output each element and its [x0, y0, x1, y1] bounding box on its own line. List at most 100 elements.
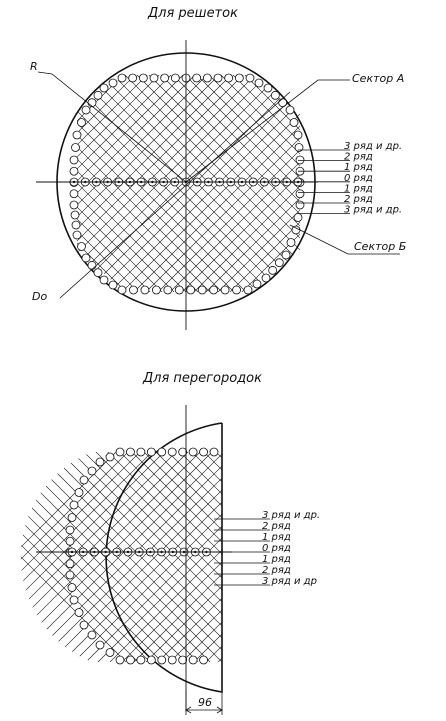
tube-hole — [69, 166, 79, 176]
tube-hole — [87, 98, 97, 108]
heading-bottom: Для перегородок — [142, 371, 262, 386]
tube-hole — [115, 655, 125, 665]
tube-hole — [263, 83, 273, 93]
tube-hole — [72, 230, 82, 240]
tube-hole — [295, 189, 305, 199]
tube-hole — [157, 655, 167, 665]
lattice-line — [157, 452, 223, 662]
tube-hole — [136, 447, 146, 457]
radius-leader — [37, 71, 187, 183]
tube-hole — [115, 447, 125, 457]
sector-b-label: Сектор Б — [354, 240, 406, 253]
tube-hole — [293, 130, 303, 140]
tube-hole — [74, 608, 84, 617]
tube-hole — [188, 655, 198, 665]
tube-hole — [232, 285, 241, 295]
row-label: 2 ряд — [344, 194, 373, 205]
tube-hole — [178, 655, 188, 665]
tube-hole — [65, 525, 75, 535]
lattice-line — [20, 452, 199, 662]
tube-hole — [268, 265, 278, 275]
row-label: 1 ряд — [262, 554, 291, 565]
row-label: 1 ряд — [344, 162, 373, 173]
tube-hole — [140, 285, 150, 295]
lattice-line — [169, 452, 223, 662]
tube-hole — [128, 73, 138, 83]
tube-hole — [108, 280, 118, 290]
tube-hole — [146, 447, 156, 457]
tube-hole — [270, 90, 280, 100]
tube-hole — [77, 118, 86, 127]
tube-hole — [243, 285, 253, 295]
tube-hole — [69, 155, 79, 165]
tube-hole — [234, 73, 244, 83]
tube-hole — [289, 118, 299, 127]
tube-hole — [99, 275, 109, 285]
tube-hole — [295, 155, 305, 165]
tube-hole — [99, 83, 109, 93]
tube-hole — [167, 447, 177, 457]
diameter-leader — [59, 91, 291, 299]
tube-holes — [65, 447, 219, 665]
tube-hole — [245, 73, 255, 83]
tube-hole — [209, 447, 219, 457]
tube-hole — [291, 225, 301, 235]
tube-hole — [220, 285, 230, 295]
tube-hole — [285, 105, 295, 115]
tube-hole — [146, 655, 156, 665]
row-label: 0 ряд — [262, 543, 291, 554]
tube-hole — [126, 655, 135, 665]
lattice-line — [20, 452, 199, 662]
tube-hole — [295, 200, 305, 210]
tube-hole — [117, 73, 127, 83]
sector-b-leader — [289, 224, 400, 255]
tube-hole — [105, 648, 115, 657]
tube-hole — [178, 447, 188, 457]
baffle-outline — [105, 422, 223, 693]
tube-hole — [87, 630, 97, 640]
tube-hole — [286, 238, 296, 247]
tube-hole — [199, 655, 208, 665]
tube-hole — [67, 583, 77, 592]
tube-hole — [74, 488, 84, 497]
dimension-96 — [185, 690, 223, 715]
tube-hole — [160, 73, 170, 83]
tube-hole — [202, 73, 212, 83]
lattice-line — [169, 452, 223, 662]
tube-hole — [224, 73, 234, 83]
tube-hole — [274, 258, 284, 268]
row-label: 3 ряд и др — [262, 576, 317, 587]
tube-hole — [186, 285, 196, 295]
tube-hole — [81, 105, 91, 115]
tube-hole — [261, 273, 271, 283]
tube-hole — [65, 570, 75, 580]
tube-hole — [209, 285, 219, 295]
tube-hole — [252, 279, 262, 289]
tube-hole — [192, 73, 202, 83]
tube-hole — [95, 457, 105, 467]
tube-hole — [117, 285, 127, 295]
tube-hole — [87, 466, 97, 476]
row-label: 3 ряд и др. — [262, 510, 320, 521]
row-label: 1 ряд — [262, 532, 291, 543]
tube-hole — [69, 189, 79, 199]
radius-label: R — [30, 60, 38, 73]
tube-hole — [81, 253, 91, 263]
dimension-label: 96 — [198, 696, 212, 709]
tube-hole — [95, 640, 105, 650]
row-label: 3 ряд и др. — [344, 205, 402, 216]
tube-hole — [163, 285, 173, 295]
tube-hole — [72, 130, 82, 140]
tube-hole — [157, 447, 167, 457]
row-label: 2 ряд — [262, 565, 291, 576]
tube-hole — [129, 285, 138, 295]
tube-hole — [105, 452, 115, 462]
row-label: 1 ряд — [344, 183, 373, 194]
tube-hole — [254, 78, 264, 88]
tube-grid-diagram: Для решеток R Сектор А Сектор Б Do 3 ряд… — [30, 6, 406, 330]
tube-hole — [294, 143, 304, 152]
tube-hole — [69, 200, 79, 210]
